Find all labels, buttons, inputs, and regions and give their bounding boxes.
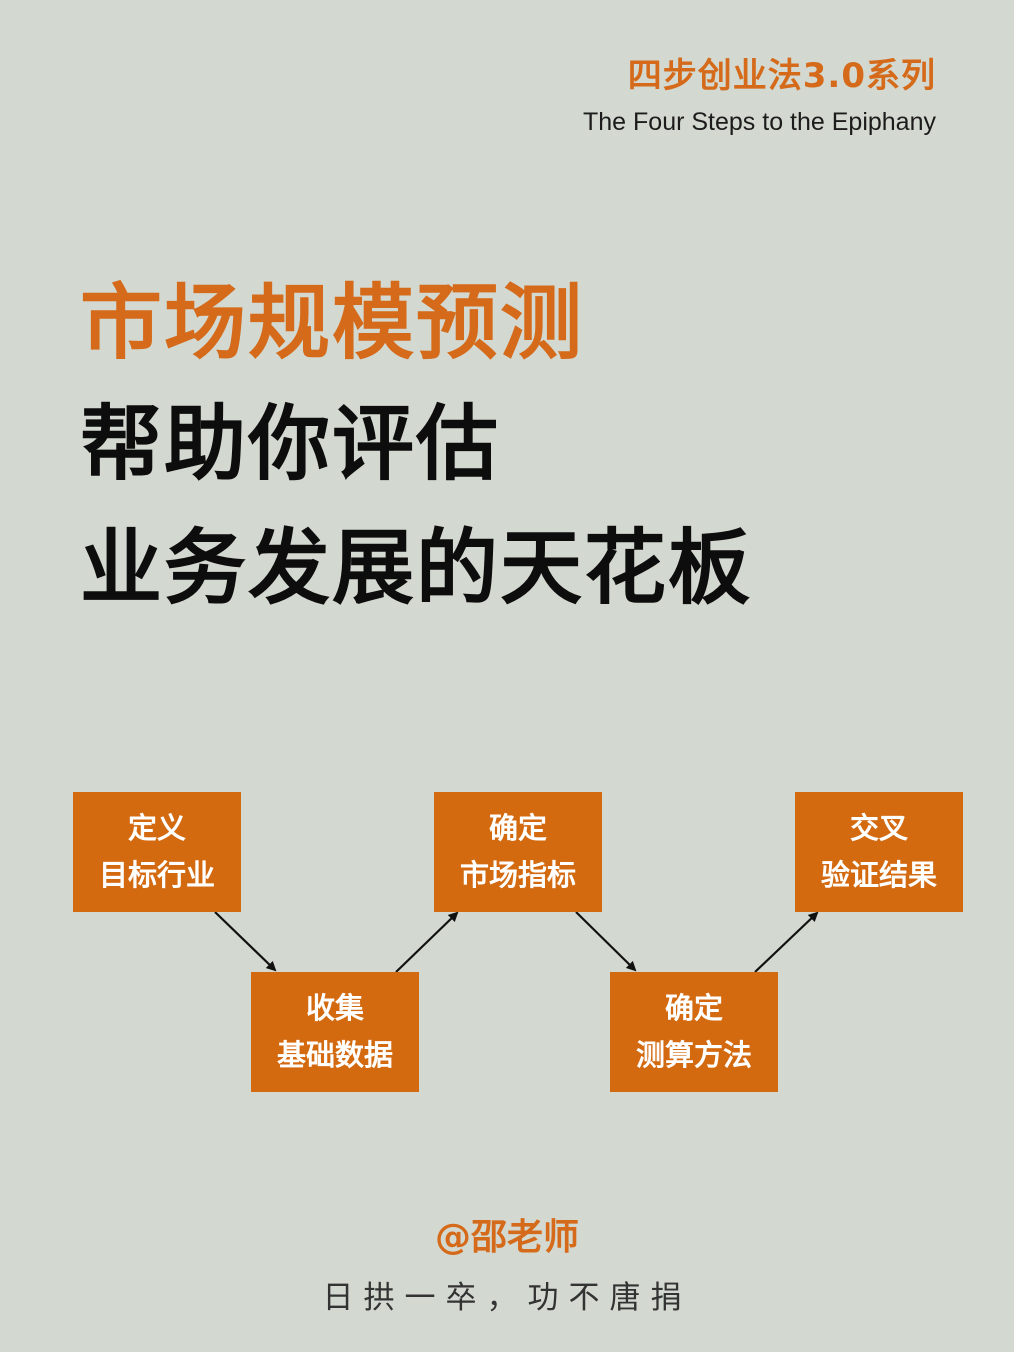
step-label: 市场指标 [459, 858, 576, 892]
arrow-step1-to-step2 [214, 911, 277, 972]
step-label: 目标行业 [98, 858, 215, 892]
motto: 日拱一卒，功不唐捐 [322, 1280, 692, 1316]
arrow-step3-to-step4 [575, 911, 637, 972]
headline-line-3: 业务发展的天花板 [80, 521, 753, 616]
step-label: 验证结果 [820, 858, 937, 892]
headline-line-2: 帮助你评估 [80, 397, 501, 492]
step-collect-data: 收集 基础数据 [251, 972, 419, 1092]
step-calc-method: 确定 测算方法 [610, 972, 778, 1092]
series-subtitle: The Four Steps to the Epiphany [583, 108, 936, 136]
step-cross-validate: 交叉 验证结果 [795, 792, 963, 912]
step-label: 确定 [488, 811, 547, 845]
author-handle: @邵老师 [434, 1217, 579, 1258]
step-label: 定义 [127, 811, 186, 845]
step-label: 交叉 [849, 811, 908, 845]
step-label: 测算方法 [635, 1038, 752, 1072]
step-label: 基础数据 [276, 1038, 393, 1072]
step-label: 收集 [305, 991, 364, 1025]
step-define-industry: 定义 目标行业 [73, 792, 241, 912]
headline-line-1: 市场规模预测 [80, 276, 585, 371]
arrow-step4-to-step5 [754, 911, 819, 973]
step-market-metrics: 确定 市场指标 [434, 792, 602, 912]
arrow-step2-to-step3 [395, 911, 459, 973]
step-label: 确定 [664, 991, 723, 1025]
series-title: 四步创业法3.0系列 [627, 56, 936, 96]
